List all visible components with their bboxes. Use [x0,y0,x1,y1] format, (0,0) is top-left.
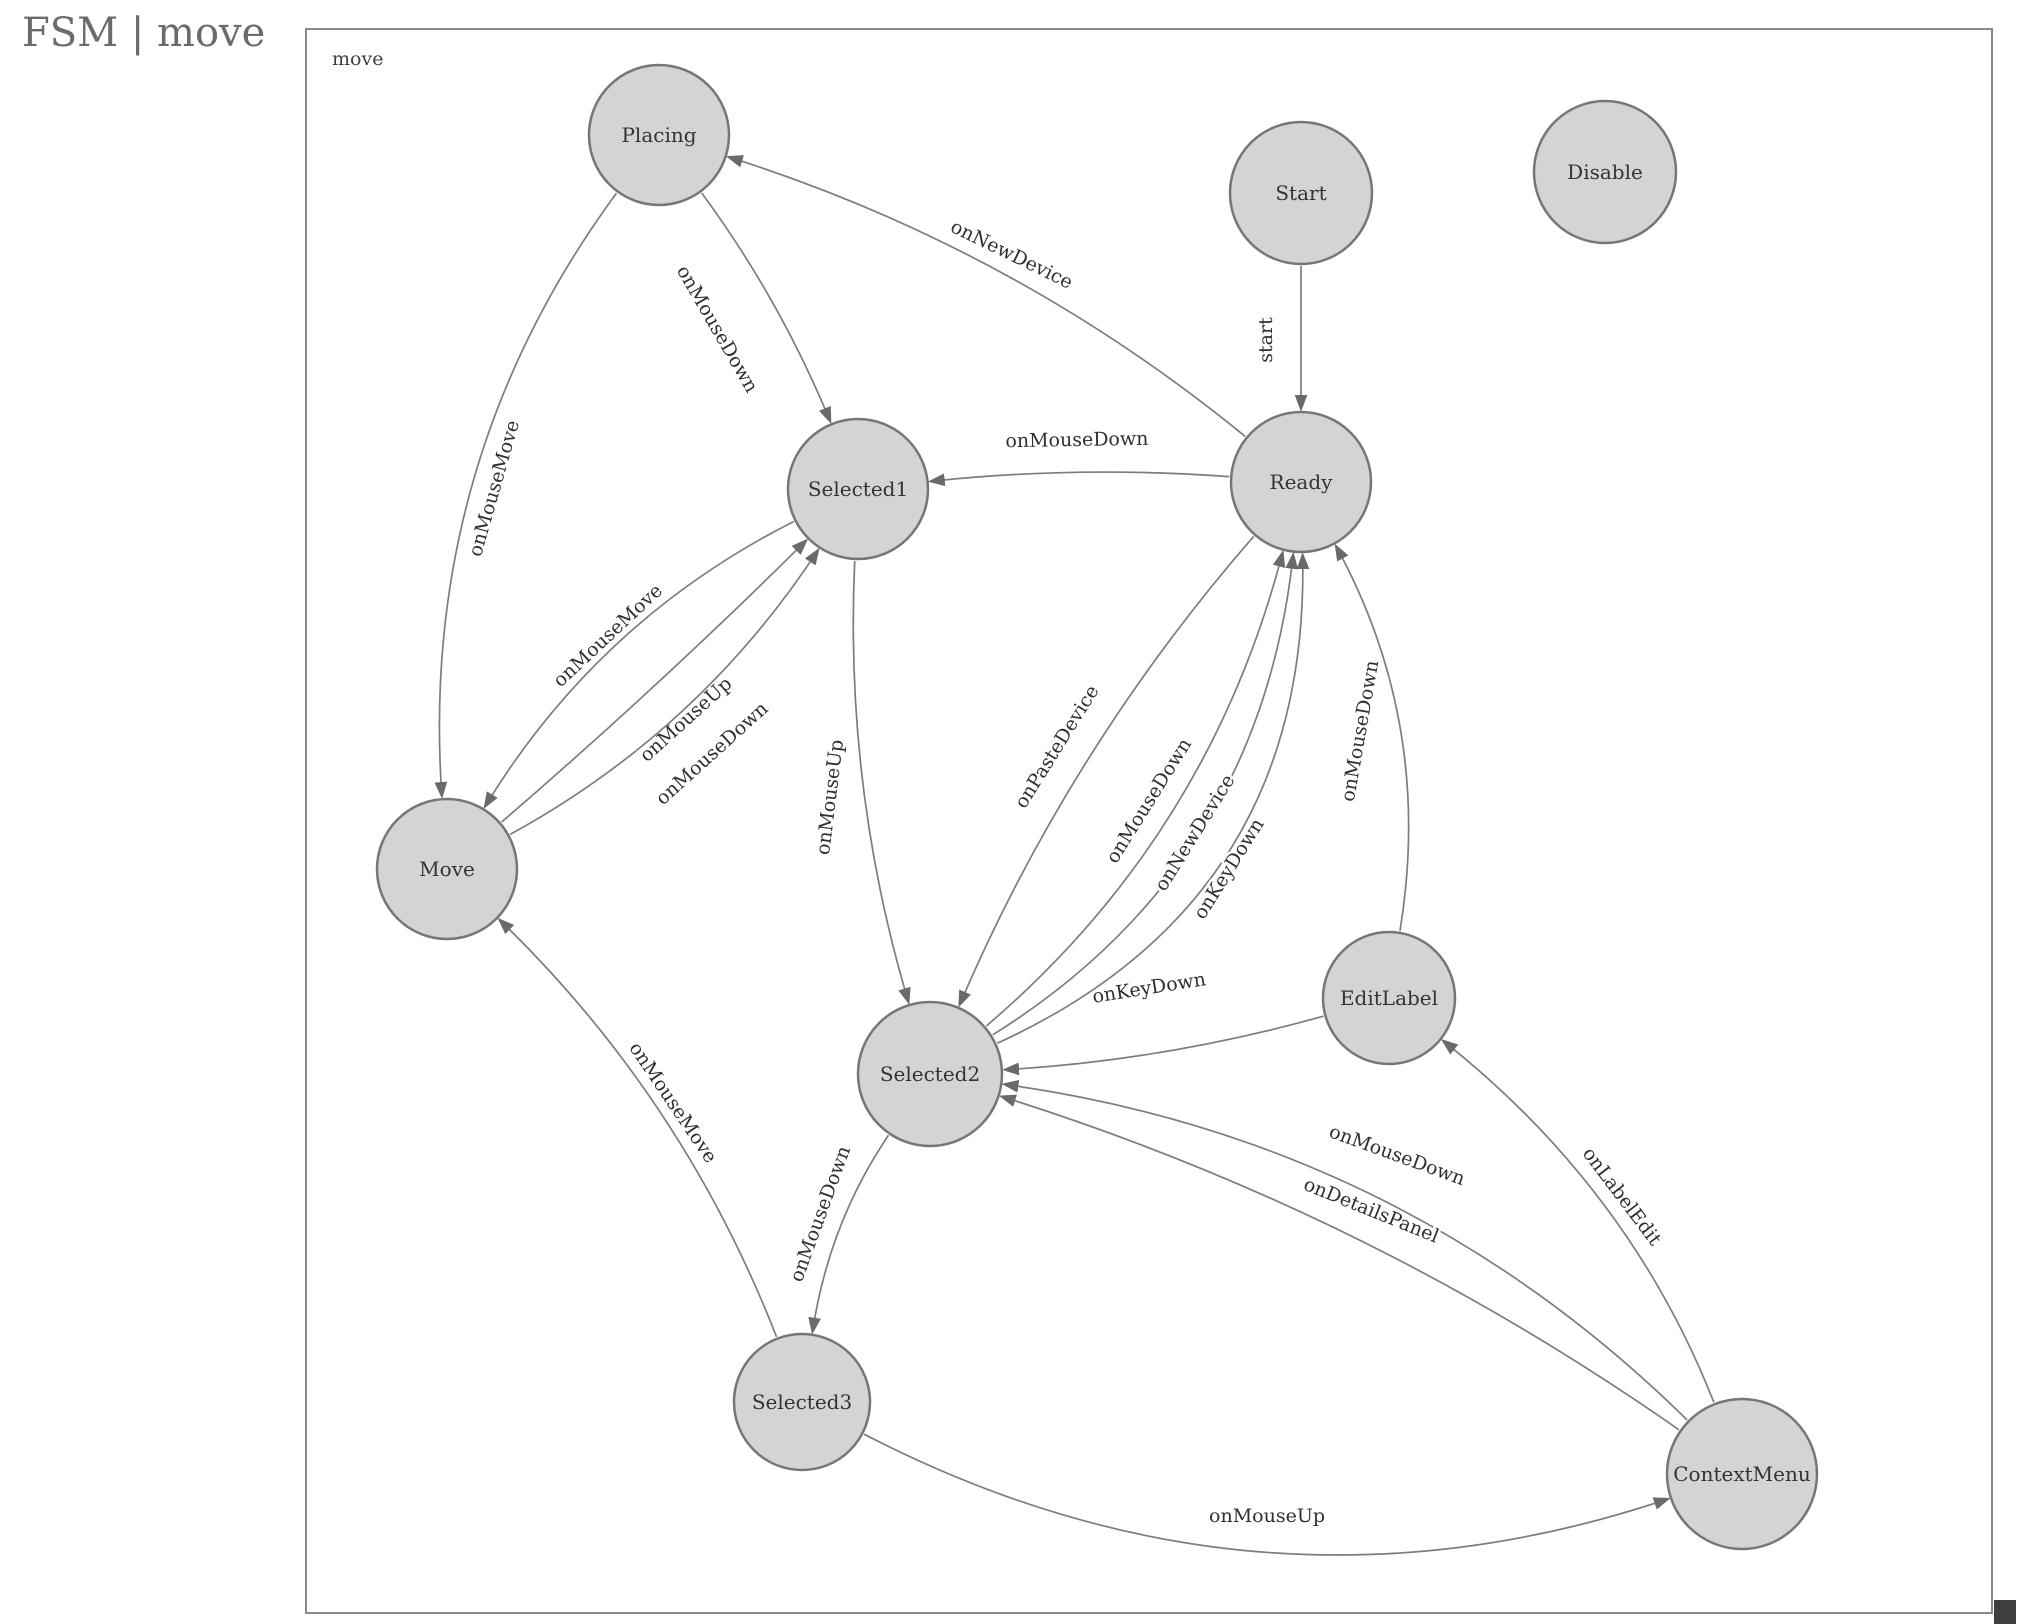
state-circle[interactable] [786,417,930,561]
state-circle[interactable] [1321,930,1457,1066]
transition-edge-Move-Selected1-onMouseUp [501,538,809,823]
state-label: Start [1275,181,1326,205]
transition-edge-EditLabel-Ready-onMouseDown [1334,543,1410,932]
transition-edge-Selected3-ContextMenu-onMouseUp [863,1433,1671,1556]
state-node-Selected1[interactable]: Selected1 [786,417,930,561]
transition-label: onMouseDown [651,698,772,810]
transition-edge-Selected3-Move-onMouseMove [497,917,778,1338]
transition-layer: startonMouseDownonNewDeviceonPasteDevice… [434,155,1715,1556]
state-label: Selected2 [880,1062,980,1086]
transition-label: onMouseDown [672,262,763,397]
transition-edge-Move-Selected1-onMouseDown [509,547,820,836]
state-node-Placing[interactable]: Placing [587,63,731,207]
transition-label: onPasteDevice [1010,681,1103,812]
state-node-Selected3[interactable]: Selected3 [732,1332,872,1472]
transition-edge-Selected2-Ready-onKeyDown [996,552,1310,1045]
state-circle[interactable] [1228,120,1374,266]
transition-label: onMouseDown [1326,1121,1468,1191]
transition-edge-Ready-Selected1-onMouseDown [927,471,1230,487]
transition-edge-Selected2-Ready-onMouseDown [985,549,1286,1027]
canvas-label: move [332,48,384,70]
state-circle[interactable] [1532,99,1678,245]
state-label: EditLabel [1340,986,1438,1010]
transition-label: onKeyDown [1091,968,1208,1008]
transition-label: onMouseMove [549,580,667,692]
state-node-Selected2[interactable]: Selected2 [856,1000,1004,1148]
state-label: ContextMenu [1673,1462,1811,1486]
transition-label: onLabelEdit [1578,1143,1666,1250]
diagram-canvas [305,28,1993,1614]
state-circle[interactable] [1229,410,1373,554]
state-node-Disable[interactable]: Disable [1532,99,1678,245]
transition-label: onMouseUp [1209,1505,1325,1527]
transition-edge-EditLabel-Selected2-onKeyDown [1002,1015,1324,1076]
page-title: FSM | move [22,10,266,56]
transition-edge-Selected1-Selected2-onMouseUp [852,560,911,1005]
state-label: Selected1 [808,477,908,501]
transition-edge-Placing-Selected1-onMouseDown [701,192,832,425]
transition-edge-Ready-Selected2-onPasteDevice [958,535,1255,1008]
state-circle[interactable] [1665,1397,1819,1551]
state-circle[interactable] [856,1000,1004,1148]
state-circle[interactable] [375,797,519,941]
transition-edge-Placing-Move-onMouseMove [434,192,618,800]
transition-edge-ContextMenu-Selected2-onDetailsPanel [998,1094,1680,1431]
state-node-Start[interactable]: Start [1228,120,1374,266]
transition-label: onMouseDown [1337,659,1383,804]
transition-edge-Ready-Placing-onNewDevice [725,155,1246,438]
transition-label: onDetailsPanel [1300,1173,1442,1247]
state-node-Move[interactable]: Move [375,797,519,941]
state-node-ContextMenu[interactable]: ContextMenu [1665,1397,1819,1551]
transition-label: onMouseMove [464,418,524,559]
corner-resize-handle[interactable] [1994,1600,2016,1624]
state-label: Selected3 [752,1390,852,1414]
state-label: Placing [621,123,696,147]
state-label: Disable [1567,160,1643,184]
state-circle[interactable] [732,1332,872,1472]
transition-label: onMouseMove [625,1038,722,1167]
transition-edge-ContextMenu-Selected2-onMouseDown [1001,1079,1688,1421]
state-label: Ready [1270,470,1334,494]
transition-edge-Selected2-Ready-onNewDevice [992,551,1299,1036]
transition-label: start [1255,317,1277,363]
transition-label: onMouseDown [1005,428,1148,452]
state-label: Move [419,857,475,881]
transition-edge-Selected2-Selected3-onMouseDown [808,1134,890,1335]
transition-edge-ContextMenu-EditLabel-onLabelEdit [1440,1039,1715,1403]
transition-edge-Selected1-Move-onMouseMove [483,520,795,810]
state-node-EditLabel[interactable]: EditLabel [1321,930,1457,1066]
state-node-Ready[interactable]: Ready [1229,410,1373,554]
state-circle[interactable] [587,63,731,207]
transition-label: onMouseUp [812,738,848,856]
